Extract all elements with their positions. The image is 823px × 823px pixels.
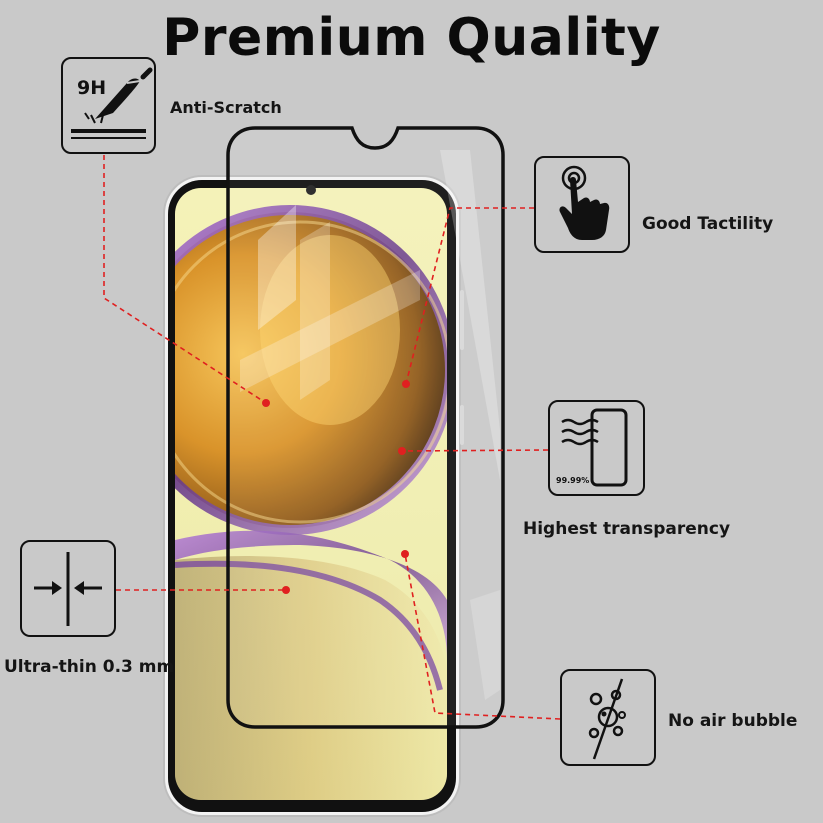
tactility-icon-box bbox=[534, 156, 630, 253]
knife-scratch-icon bbox=[71, 67, 153, 139]
ultra-thin-icon-box bbox=[20, 540, 116, 637]
callout-lines bbox=[103, 155, 561, 720]
screen-protector bbox=[226, 126, 505, 729]
transparency-icon-box: 99.99% bbox=[548, 400, 645, 496]
hardness-badge: 9H bbox=[77, 77, 107, 99]
bubbles-icon bbox=[588, 678, 626, 760]
air-bubble-icon-box bbox=[560, 669, 656, 766]
anti-scratch-icon-box: 9H bbox=[61, 57, 156, 154]
tactility-label: Good Tactility bbox=[642, 214, 774, 234]
air-bubble-label: No air bubble bbox=[668, 711, 798, 731]
page-title: Premium Quality bbox=[162, 8, 661, 68]
transparency-wave-icon bbox=[561, 408, 628, 487]
transparency-percent: 99.99% bbox=[556, 476, 590, 485]
transparency-label: Highest transparency bbox=[523, 519, 731, 539]
callout-dots bbox=[262, 380, 410, 594]
thin-arrows-icon bbox=[34, 552, 102, 626]
touch-hand-icon bbox=[559, 165, 610, 240]
ultra-thin-label: Ultra-thin 0.3 mm bbox=[4, 657, 175, 677]
anti-scratch-label: Anti-Scratch bbox=[170, 98, 282, 117]
phone-screen bbox=[175, 188, 447, 800]
